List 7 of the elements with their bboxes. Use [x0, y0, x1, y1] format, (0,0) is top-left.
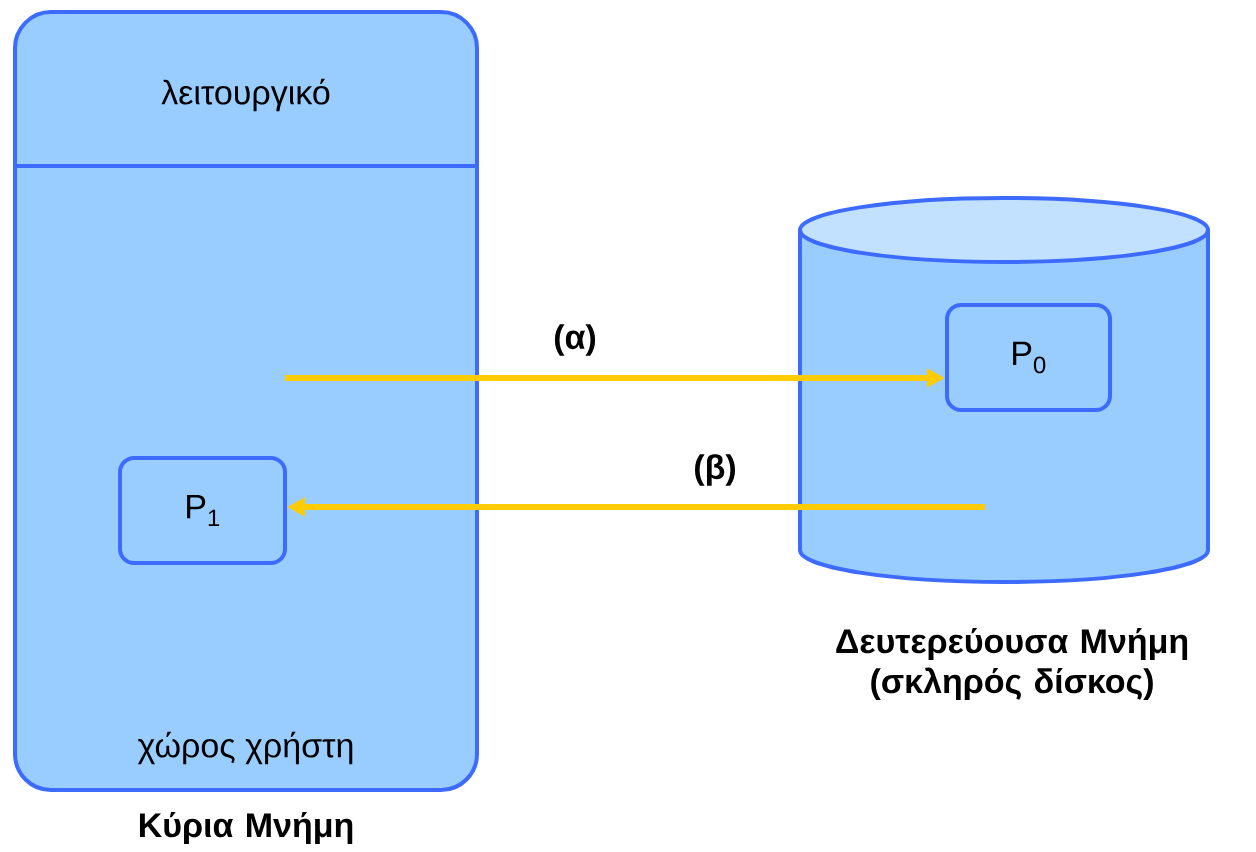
edge-label: (β)	[695, 454, 735, 486]
process-box: P$_{0}$	[945, 303, 1112, 412]
process-box: P$_{1}$	[118, 456, 287, 565]
node-label: Κύρια Μνήμη	[139, 811, 353, 845]
edge-label: (α)	[554, 324, 596, 356]
band: λειτουργικό	[15, 78, 477, 168]
node-label: Δευτερεύουσα Μνήμη (σκληρός δίσκος)	[836, 627, 1188, 701]
